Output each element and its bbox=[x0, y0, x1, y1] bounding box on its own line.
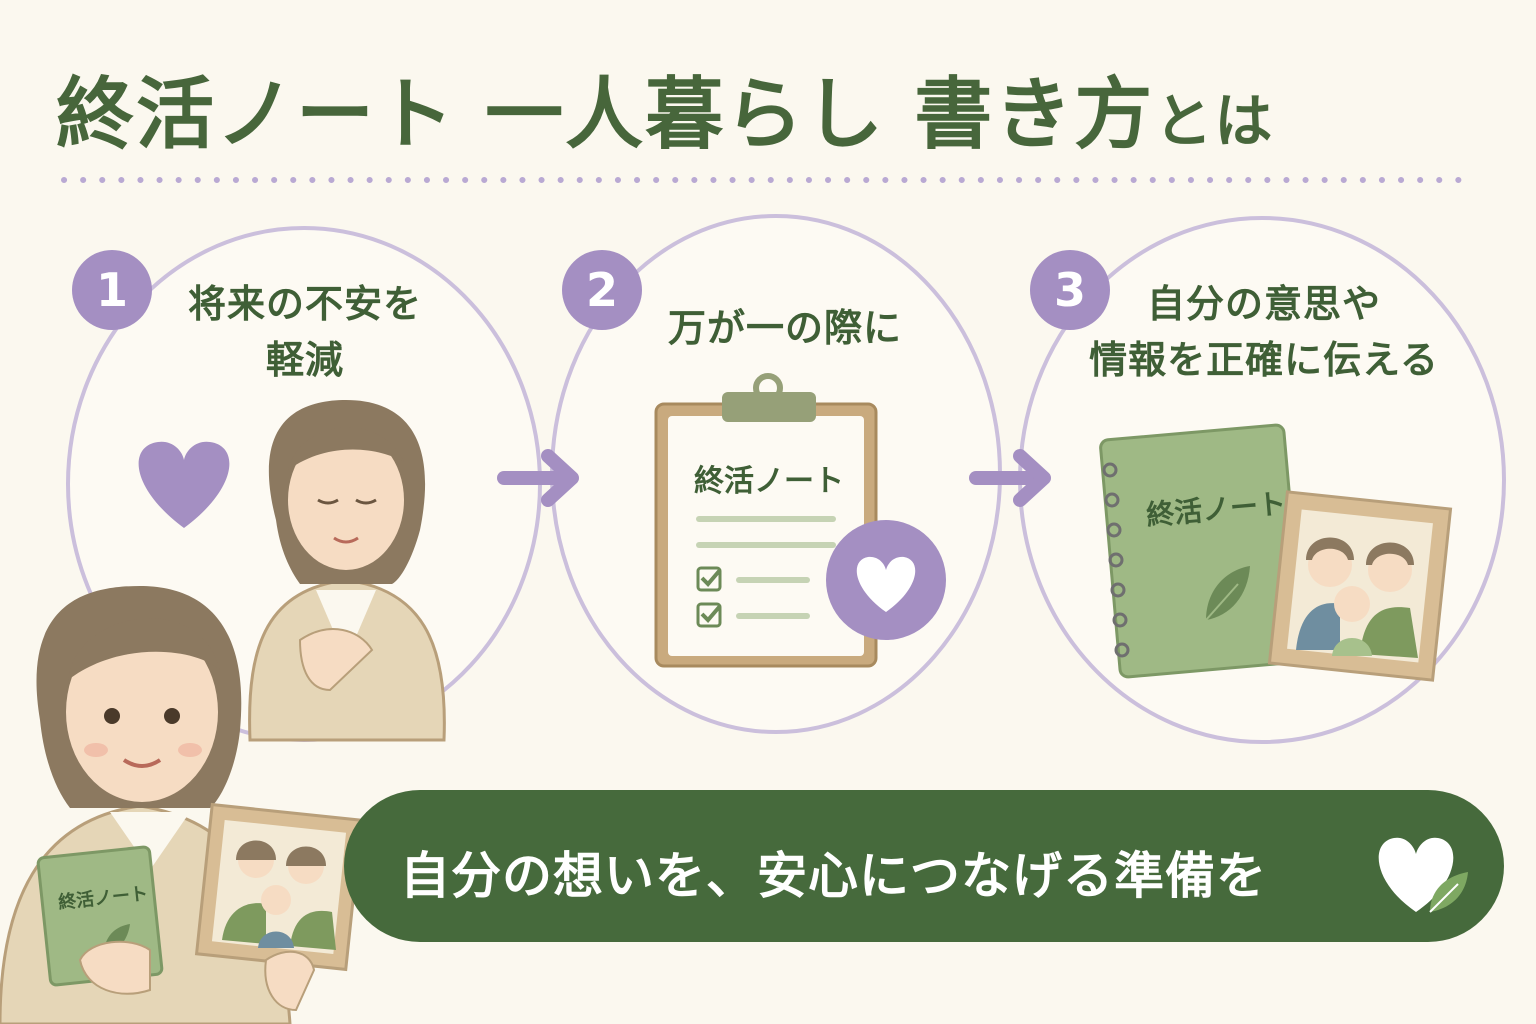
arrow-right-icon bbox=[497, 449, 579, 507]
step-3-line-2: 情報を正確に伝える bbox=[1089, 338, 1439, 382]
step-number-3: 3 bbox=[1053, 263, 1086, 317]
step-badge-3 bbox=[1030, 250, 1110, 330]
step-label-3: 自分の意思や 情報を正確に伝える bbox=[1064, 276, 1464, 388]
dotted-divider bbox=[61, 177, 1479, 183]
heart-icon bbox=[856, 556, 916, 612]
woman-illustration-smiling bbox=[0, 586, 364, 1024]
step-number-1: 1 bbox=[95, 263, 128, 317]
step-badge-2 bbox=[562, 250, 642, 330]
page-title: 終活ノート 一人暮らし 書き方とは bbox=[56, 52, 1496, 164]
title-suffix: とは bbox=[1154, 87, 1275, 155]
photo-frame-icon bbox=[1267, 490, 1453, 682]
step-1-line-2: 軽減 bbox=[265, 338, 344, 382]
step-label-1: 将来の不安を 軽減 bbox=[160, 276, 450, 388]
step-badge-1 bbox=[72, 250, 152, 330]
step-3-line-1: 自分の意思や bbox=[1146, 282, 1381, 326]
title-main: 終活ノート 一人暮らし 書き方 bbox=[56, 70, 1155, 160]
step-number-2: 2 bbox=[585, 263, 618, 317]
step-2-line-1: 万が一の際に bbox=[667, 306, 902, 350]
arrow-right-icon bbox=[969, 449, 1051, 507]
banner-text: 自分の想いを、安心につなげる準備を bbox=[400, 847, 1267, 905]
message-banner bbox=[344, 790, 1504, 942]
clipboard-icon bbox=[654, 373, 878, 668]
heart-icon bbox=[1378, 837, 1468, 913]
step-label-2: 万が一の際に bbox=[640, 300, 930, 356]
step-1-line-1: 将来の不安を bbox=[187, 282, 422, 326]
woman-illustration-calm bbox=[248, 400, 446, 742]
heart-icon bbox=[138, 441, 230, 528]
clipboard-label: 終活ノート bbox=[694, 464, 844, 499]
